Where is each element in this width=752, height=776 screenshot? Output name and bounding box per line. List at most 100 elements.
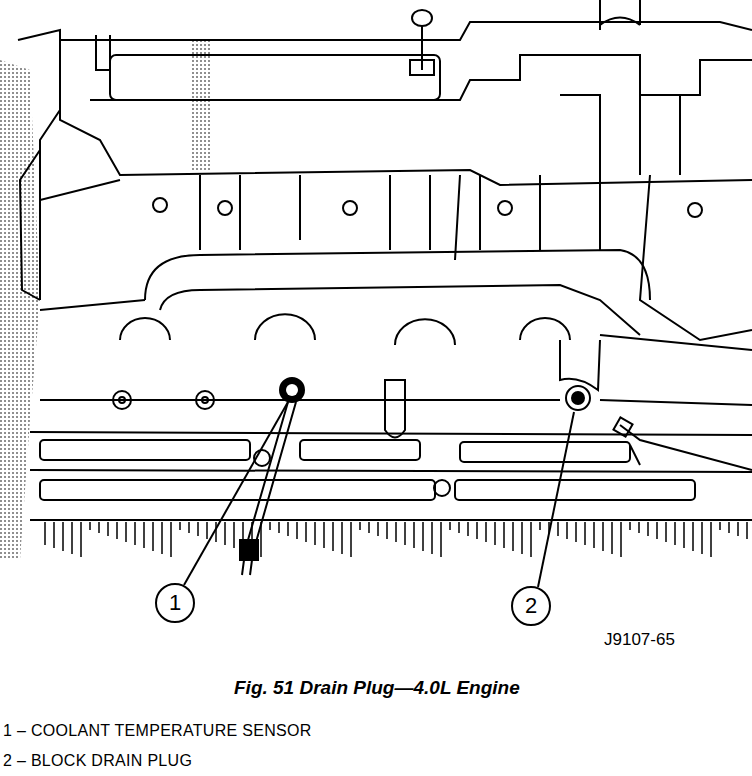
hatch-line bbox=[602, 522, 604, 551]
hatch-line bbox=[737, 522, 739, 536]
hatch-line bbox=[359, 522, 361, 530]
hatch-line bbox=[440, 522, 442, 557]
boss bbox=[385, 380, 405, 438]
intake-runner bbox=[560, 95, 680, 175]
block-outline bbox=[40, 400, 752, 405]
hatch-line bbox=[233, 522, 235, 548]
hatch-line bbox=[323, 522, 325, 548]
callout-number: 2 bbox=[525, 595, 537, 617]
hatch-line bbox=[746, 522, 748, 539]
hatch-line bbox=[62, 522, 64, 551]
sensor-wire bbox=[242, 560, 252, 575]
hatch-line bbox=[143, 522, 145, 548]
legend-line: 1 – COOLANT TEMPERATURE SENSOR bbox=[3, 722, 312, 740]
hatch-line bbox=[332, 522, 334, 551]
hatch-line bbox=[404, 522, 406, 545]
hatch-line bbox=[413, 522, 415, 548]
bolt bbox=[196, 391, 214, 409]
lift-bracket bbox=[410, 26, 434, 75]
hatch-line bbox=[188, 522, 190, 533]
hatch-line bbox=[647, 522, 649, 536]
hatch-line bbox=[521, 522, 523, 554]
figure-caption: Fig. 51 Drain Plug—4.0L Engine bbox=[234, 677, 520, 699]
hatch-line bbox=[314, 522, 316, 545]
intake-manifold bbox=[60, 22, 752, 40]
hatch-line bbox=[530, 522, 532, 557]
leader-line bbox=[184, 402, 288, 585]
hatch-line bbox=[368, 522, 370, 533]
hatch-line bbox=[197, 522, 199, 536]
hatch-line bbox=[485, 522, 487, 542]
hatch-line bbox=[683, 522, 685, 548]
hatch-line bbox=[287, 522, 289, 536]
rail-slot bbox=[300, 440, 420, 460]
hatch-line bbox=[305, 522, 307, 542]
hatch-line bbox=[692, 522, 694, 551]
hatch-line bbox=[269, 522, 271, 530]
callout-circle: 2 bbox=[511, 586, 551, 626]
intake-manifold bbox=[60, 40, 752, 185]
core-plug bbox=[120, 314, 570, 345]
figure-code: J9107-65 bbox=[604, 630, 675, 650]
hatch-line bbox=[422, 522, 424, 551]
hose bbox=[600, 0, 640, 30]
hatch-line bbox=[251, 522, 253, 554]
intake-plenum bbox=[110, 55, 440, 100]
block-outline bbox=[40, 300, 752, 350]
hatch-line bbox=[638, 522, 640, 533]
hatch-line bbox=[449, 522, 451, 530]
bolt bbox=[153, 198, 167, 212]
hatch-line bbox=[386, 522, 388, 539]
bolt bbox=[498, 201, 512, 215]
hatch-line bbox=[476, 522, 478, 539]
hatch-line bbox=[71, 522, 73, 554]
hatch-line bbox=[395, 522, 397, 542]
hatch-line bbox=[728, 522, 730, 533]
hatch-line bbox=[179, 522, 181, 530]
vacuum-port bbox=[96, 35, 110, 70]
hatch-line bbox=[224, 522, 226, 545]
hatch-line bbox=[116, 522, 118, 539]
hatch-line bbox=[53, 522, 55, 548]
hatch-line bbox=[152, 522, 154, 551]
callout-circle: 1 bbox=[155, 583, 195, 623]
block-drain-plug bbox=[572, 392, 584, 404]
leader-line bbox=[538, 412, 574, 587]
lift-eye bbox=[412, 10, 432, 26]
hatch-line bbox=[710, 522, 712, 557]
hatch-line bbox=[674, 522, 676, 545]
coolant-sensor bbox=[280, 378, 304, 402]
pan-rail bbox=[30, 432, 752, 520]
hatch-line bbox=[593, 522, 595, 548]
hatch-line bbox=[341, 522, 343, 554]
hatch-line bbox=[575, 522, 577, 542]
hatch-line bbox=[242, 522, 244, 551]
intake-manifold bbox=[90, 55, 560, 100]
hatch-line bbox=[98, 522, 100, 533]
hatch-line bbox=[539, 522, 541, 530]
oil-pan-hatch bbox=[45, 522, 747, 557]
stipple-shade bbox=[0, 60, 40, 560]
hatch-line bbox=[656, 522, 658, 539]
bolt bbox=[218, 201, 232, 215]
coolant-sensor bbox=[286, 384, 298, 396]
rail-slot bbox=[40, 440, 250, 460]
bolt bbox=[434, 480, 450, 496]
hatch-line bbox=[170, 522, 172, 557]
hatch-line bbox=[629, 522, 631, 530]
callout-number: 1 bbox=[169, 592, 181, 614]
hatch-line bbox=[701, 522, 703, 554]
cover-outline bbox=[20, 150, 40, 300]
hatch-line bbox=[80, 522, 82, 557]
block-outline bbox=[560, 340, 600, 390]
hatch-line bbox=[377, 522, 379, 536]
bolt bbox=[119, 397, 125, 403]
fitting bbox=[630, 445, 640, 465]
hatch-line bbox=[215, 522, 217, 542]
hatch-line bbox=[512, 522, 514, 551]
hatch-line bbox=[107, 522, 109, 536]
hatch-line bbox=[566, 522, 568, 539]
hatch-line bbox=[458, 522, 460, 533]
block-drain-plug bbox=[566, 386, 590, 410]
